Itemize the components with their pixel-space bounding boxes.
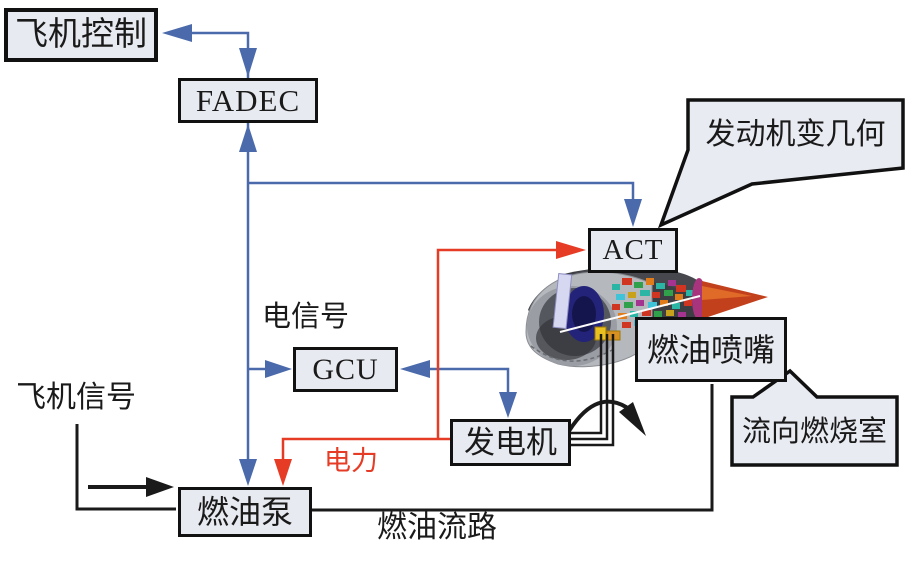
flow-direction-arrow-icon — [88, 477, 174, 497]
turbofan-engine-illustration — [525, 265, 768, 368]
engine-variable-geometry-bubble — [657, 98, 905, 229]
fuel-and-mechanical-lines — [75, 334, 714, 512]
engine-generator-shaft-lines — [571, 334, 615, 447]
callout-flow-to-combustor: 流向燃烧室 — [741, 415, 887, 448]
label-fuel-flow-path: 燃油流路 — [377, 511, 497, 544]
node-gcu: GCU — [293, 347, 398, 392]
flow-to-combustor-bubble — [730, 368, 899, 467]
node-fadec: FADEC — [178, 78, 318, 123]
electric-signal-lines — [162, 24, 642, 486]
node-fuel-nozzle: 燃油喷嘴 — [635, 317, 787, 382]
node-fuel-pump: 燃油泵 — [178, 487, 312, 537]
label-electric-signal: 电信号 — [262, 301, 350, 333]
fuel-flow-line — [311, 384, 714, 512]
label-electric-power: 电力 — [324, 446, 378, 476]
label-aircraft-signal: 飞机信号 — [16, 381, 136, 414]
node-generator: 发电机 — [450, 419, 571, 466]
node-aircraft-control: 飞机控制 — [4, 8, 158, 62]
callout-bubbles — [657, 98, 905, 467]
rotation-arrow-icon — [564, 399, 646, 438]
node-act: ACT — [588, 228, 678, 273]
callout-engine-variable-geometry: 发动机变几何 — [705, 118, 886, 151]
aircraft-signal-line — [75, 424, 176, 511]
electric-power-lines — [274, 241, 586, 486]
